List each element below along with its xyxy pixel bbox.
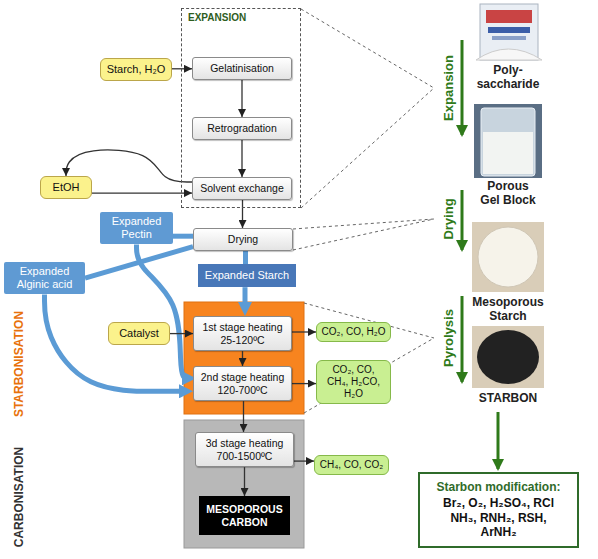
photo-caption: Porous Gel Block bbox=[477, 180, 539, 208]
bag-label bbox=[486, 10, 532, 23]
box-heading: EXPANSION bbox=[182, 9, 300, 24]
starbon-disk bbox=[477, 330, 539, 384]
flow-arrow bbox=[242, 351, 243, 366]
flow-arrow bbox=[294, 460, 314, 461]
starch-disk bbox=[478, 227, 538, 287]
starbon-photo bbox=[472, 326, 544, 388]
gel-block bbox=[483, 132, 533, 174]
box-heading: CH₄, CO, CO₂ bbox=[320, 459, 384, 471]
flow-arrow bbox=[170, 333, 193, 334]
flow-arrow bbox=[292, 383, 316, 384]
product-box: MESOPOROUS CARBON bbox=[199, 496, 290, 535]
process-box: Drying bbox=[193, 228, 293, 251]
flow-arrow bbox=[244, 467, 245, 496]
input-box: Catalyst bbox=[108, 322, 170, 345]
rotated-heading: STARBONISATION bbox=[13, 311, 27, 417]
bag-label bbox=[492, 36, 526, 40]
step-arrow bbox=[497, 412, 500, 469]
process-box: Solvent exchange bbox=[192, 177, 292, 200]
box-heading: Expanded Pectin bbox=[105, 215, 168, 241]
material-flow bbox=[45, 294, 186, 391]
material-flow bbox=[243, 251, 248, 264]
box-heading: Starbon modification: bbox=[437, 480, 561, 494]
input-box: Starch, H₂O bbox=[100, 58, 172, 81]
box-heading: Retrogradation bbox=[207, 122, 276, 135]
zoom-line bbox=[304, 338, 434, 413]
box-heading: 3d stage heating 700-1500ºC bbox=[200, 437, 289, 462]
rotated-heading: Drying bbox=[442, 198, 457, 239]
label-anchor: Mesoporous Starch bbox=[465, 296, 551, 324]
process-box: Retrogradation bbox=[192, 117, 292, 140]
step-arrow bbox=[461, 40, 464, 135]
label-anchor: STARBON bbox=[463, 392, 553, 406]
box-heading: Starch, H₂O bbox=[107, 63, 166, 76]
photo-caption: STARBON bbox=[463, 392, 553, 406]
box-heading: CO₂, CO, H₂O bbox=[322, 326, 386, 338]
process-box: 1st stage heating 25-120ºC bbox=[193, 316, 292, 351]
box-heading: MESOPOROUS CARBON bbox=[203, 503, 286, 528]
beaker-glass bbox=[481, 108, 535, 176]
stage-frame: EXPANSION GelatinisationRetrogradationSol… bbox=[181, 8, 301, 208]
rotated-heading: Expansion bbox=[442, 55, 457, 121]
material-box: Expanded Alginic acid bbox=[4, 262, 85, 294]
flow-arrow bbox=[242, 200, 243, 228]
material-box: Expanded Starch bbox=[198, 264, 296, 287]
beaker-photo bbox=[474, 104, 542, 178]
rotated-heading: CARBONISATION bbox=[13, 447, 27, 547]
box-heading: Expanded Alginic acid bbox=[9, 265, 80, 291]
gas-box: CH₄, CO, CO₂ bbox=[314, 455, 389, 475]
bag-label bbox=[488, 27, 530, 33]
label-anchor: Porous Gel Block bbox=[477, 180, 539, 208]
box-heading: CO₂, CO, CH₄, H₂CO, H₂O bbox=[321, 364, 386, 400]
process-box: Gelatinisation bbox=[192, 57, 292, 80]
box-heading: 1st stage heating 25-120ºC bbox=[198, 321, 287, 346]
gas-box: CO₂, CO, CH₄, H₂CO, H₂O bbox=[316, 360, 391, 404]
step-arrow bbox=[461, 190, 464, 250]
starch-photo bbox=[472, 222, 544, 292]
photo-caption: Mesoporous Starch bbox=[465, 296, 551, 324]
modification-box: Starbon modification: Br₂, O₂, H₂SO₄, RCl… bbox=[418, 472, 579, 548]
material-box: Expanded Pectin bbox=[100, 212, 173, 244]
input-box: EtOH bbox=[40, 176, 92, 199]
zoom-line bbox=[301, 88, 434, 208]
flow-arrow bbox=[243, 401, 244, 432]
rotated-heading: Pyrolysis bbox=[442, 309, 457, 367]
process-box: 2nd stage heating 120-700ºC bbox=[193, 366, 292, 401]
flow-arrow bbox=[92, 192, 192, 193]
material-flow bbox=[243, 287, 248, 308]
box-heading: Drying bbox=[228, 233, 258, 246]
label-anchor: Poly-saccharide bbox=[469, 64, 547, 92]
box-heading: EtOH bbox=[53, 181, 80, 194]
box-heading: Solvent exchange bbox=[200, 182, 283, 195]
gas-box: CO₂, CO, H₂O bbox=[316, 322, 391, 342]
flow-arrow bbox=[241, 80, 242, 117]
zoom-line bbox=[293, 219, 434, 250]
box-heading: Expanded Starch bbox=[205, 269, 289, 282]
flow-arrow bbox=[292, 331, 316, 332]
carbonisation-panel bbox=[184, 420, 304, 548]
starbonisation-panel bbox=[184, 302, 304, 414]
box-body: Br₂, O₂, H₂SO₄, RCl NH₃, RNH₂, RSH, ArNH… bbox=[432, 496, 565, 539]
zoom-line bbox=[301, 9, 434, 88]
powder-heap bbox=[476, 49, 542, 60]
box-heading: Gelatinisation bbox=[210, 62, 274, 75]
photo-caption: Poly-saccharide bbox=[469, 64, 547, 92]
flow-arrow bbox=[172, 68, 192, 69]
step-arrow bbox=[461, 296, 464, 382]
zoom-line bbox=[304, 303, 434, 338]
process-box: 3d stage heating 700-1500ºC bbox=[195, 432, 294, 467]
material-flow bbox=[173, 234, 193, 239]
flow-arrow bbox=[241, 140, 242, 177]
material-flow bbox=[137, 244, 189, 378]
box-heading: Catalyst bbox=[119, 327, 159, 340]
box-heading: 2nd stage heating 120-700ºC bbox=[198, 371, 287, 396]
